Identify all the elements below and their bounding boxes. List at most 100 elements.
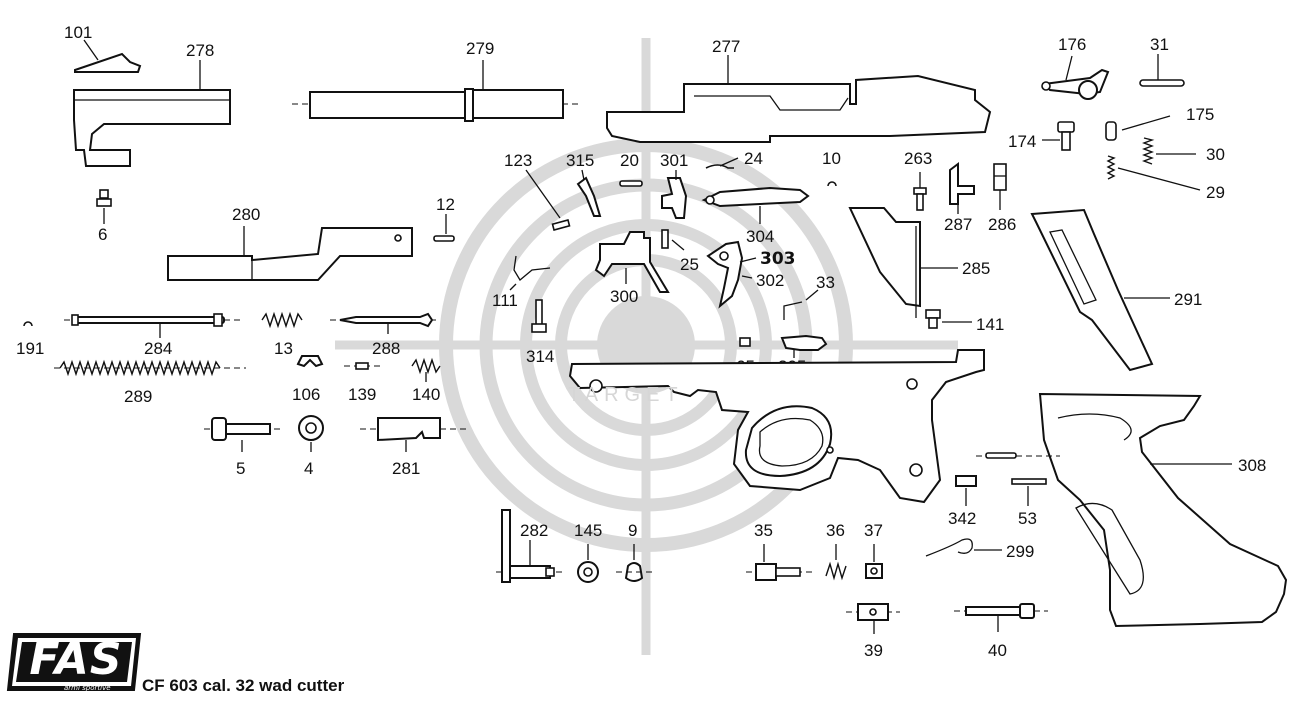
label-308: 308 — [1238, 456, 1266, 475]
part-291: 291 — [1030, 208, 1202, 372]
part-139: 139 — [344, 362, 384, 404]
label-342: 342 — [948, 509, 976, 528]
label-30: 30 — [1206, 145, 1225, 164]
part-175: 175 — [1105, 105, 1214, 141]
label-175: 175 — [1186, 105, 1214, 124]
part-35: 35 — [746, 521, 812, 581]
part-299: 299 — [925, 538, 1034, 561]
part-24: 24 — [705, 149, 763, 169]
label-174: 174 — [1008, 132, 1036, 151]
part-106: 106 — [292, 355, 324, 404]
label-145: 145 — [574, 521, 602, 540]
label-25: 25 — [680, 255, 699, 274]
label-263: 263 — [904, 149, 932, 168]
label-10: 10 — [822, 149, 841, 168]
label-191: 191 — [16, 339, 44, 358]
label-4: 4 — [304, 459, 313, 478]
part-101: 101 — [64, 23, 142, 73]
label-288: 288 — [372, 339, 400, 358]
label-37: 37 — [864, 521, 883, 540]
part-277: 277 — [606, 37, 992, 143]
label-9: 9 — [628, 521, 637, 540]
part-13: 13 — [261, 311, 303, 358]
part-285: 285 — [848, 207, 990, 318]
part-176: 176 — [1041, 35, 1110, 100]
label-279: 279 — [466, 39, 494, 58]
label-176: 176 — [1058, 35, 1086, 54]
label-303: 303 — [760, 249, 796, 269]
part-5: 5 — [204, 417, 284, 478]
label-35: 35 — [754, 521, 773, 540]
label-301: 301 — [660, 151, 688, 170]
diagram-title: CF 603 cal. 32 wad cutter — [142, 676, 345, 695]
part-140: 140 — [411, 357, 441, 404]
label-5: 5 — [236, 459, 245, 478]
part-12: 12 — [433, 195, 455, 242]
label-140: 140 — [412, 385, 440, 404]
label-282: 282 — [520, 521, 548, 540]
label-24: 24 — [744, 149, 763, 168]
label-20: 20 — [620, 151, 639, 170]
label-36: 36 — [826, 521, 845, 540]
part-302: 302 303 — [706, 240, 796, 309]
label-141: 141 — [976, 315, 1004, 334]
part-10: 10 — [822, 149, 841, 187]
label-40: 40 — [988, 641, 1007, 660]
label-285: 285 — [962, 259, 990, 278]
part-263: 263 — [904, 149, 932, 211]
part-314: 314 — [526, 299, 554, 366]
label-53: 53 — [1018, 509, 1037, 528]
label-291: 291 — [1174, 290, 1202, 309]
label-277: 277 — [712, 37, 740, 56]
label-33: 33 — [816, 273, 835, 292]
part-20: 20 — [619, 151, 643, 187]
logo-subtext: armi sportive — [64, 684, 111, 692]
label-299: 299 — [1006, 542, 1034, 561]
part-289: 289 — [54, 359, 246, 406]
part-284: 284 — [64, 313, 240, 358]
part-111: 111 — [492, 255, 551, 310]
part-141: 141 — [925, 309, 1004, 334]
fas-logo — [6, 633, 142, 691]
label-287: 287 — [944, 215, 972, 234]
part-36: 36 — [825, 521, 847, 581]
part-145: 145 — [574, 521, 602, 583]
label-280: 280 — [232, 205, 260, 224]
part-191: 191 — [16, 321, 44, 358]
logo-text: FAS — [29, 634, 123, 685]
part-286: 286 — [988, 163, 1016, 234]
label-111: 111 — [492, 291, 518, 310]
part-30: 30 — [1142, 137, 1225, 165]
label-31: 31 — [1150, 35, 1169, 54]
label-39: 39 — [864, 641, 883, 660]
part-281: 281 — [360, 417, 466, 478]
part-342: 342 — [948, 475, 977, 528]
part-37: 37 — [864, 521, 883, 579]
part-40: 40 — [954, 603, 1048, 660]
part-287: 287 — [944, 162, 975, 234]
label-106: 106 — [292, 385, 320, 404]
part-308: 308 — [1038, 392, 1288, 628]
part-301: 301 — [660, 151, 688, 219]
part-300: 300 — [594, 231, 670, 306]
label-6: 6 — [98, 225, 107, 244]
label-302: 302 — [756, 271, 784, 290]
label-315: 315 — [566, 151, 594, 170]
label-284: 284 — [144, 339, 172, 358]
label-289: 289 — [124, 387, 152, 406]
part-33: 33 — [783, 273, 835, 320]
label-281: 281 — [392, 459, 420, 478]
part-280: 280 — [167, 205, 413, 281]
part-174: 174 — [1008, 121, 1075, 151]
label-29: 29 — [1206, 183, 1225, 202]
part-25: 25 — [661, 229, 699, 274]
label-139: 139 — [348, 385, 376, 404]
part-123: 123 — [504, 151, 571, 231]
part-31: 31 — [1139, 35, 1185, 87]
part-315: 315 — [566, 151, 602, 217]
label-300: 300 — [610, 287, 638, 306]
part-288: 288 — [330, 312, 440, 358]
label-278: 278 — [186, 41, 214, 60]
